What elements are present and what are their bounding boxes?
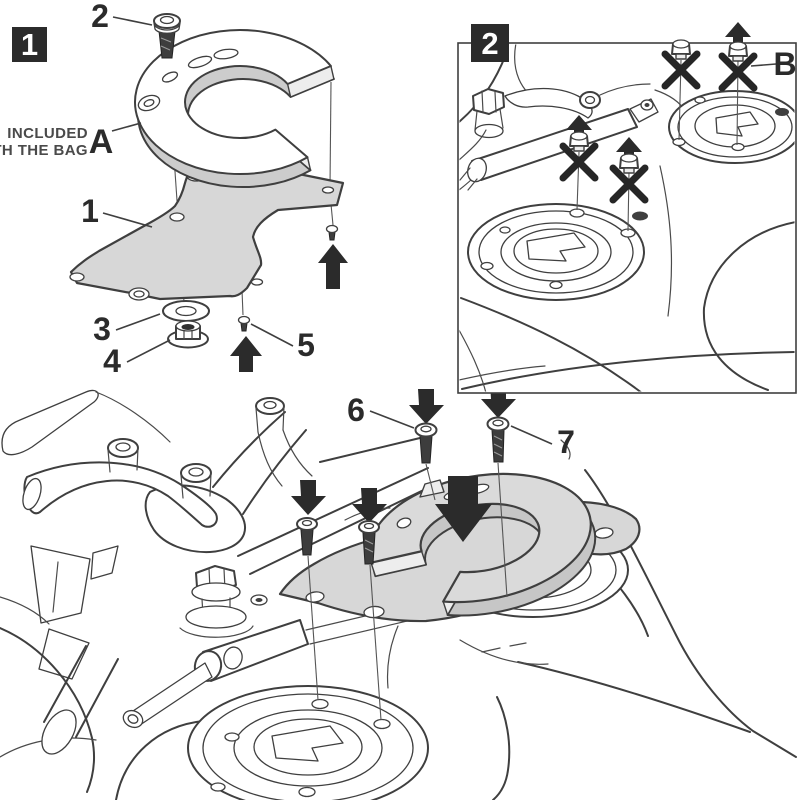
fuel-cap-ring-left xyxy=(187,685,429,800)
ring-adapter-installed xyxy=(368,472,597,617)
leader-line xyxy=(115,313,161,331)
step1-badge-label: 1 xyxy=(21,27,38,62)
screw-7-part xyxy=(481,383,516,598)
step2-panel: B 2 xyxy=(457,22,797,394)
screw-6-part xyxy=(409,389,444,501)
leader-line xyxy=(750,63,777,67)
up-arrow-icon xyxy=(566,115,592,140)
screw-left-rear-part xyxy=(352,488,387,721)
leader-line xyxy=(250,323,294,347)
stock-screw-3 xyxy=(661,39,701,141)
leader-line xyxy=(102,212,153,228)
mounting-plate-part xyxy=(69,164,345,301)
x-mark-icon xyxy=(609,164,649,204)
flanged-nut-part xyxy=(167,320,209,349)
included-note-line2: WITH THE BAG xyxy=(0,142,88,159)
stock-screw-1 xyxy=(559,115,599,211)
alignment-line xyxy=(329,81,332,188)
step1-panel: 2 INCLUDED WITH THE BAG A 1 3 4 5 1 xyxy=(0,0,348,379)
steering-damper xyxy=(122,602,425,729)
up-arrow-icon xyxy=(318,244,348,289)
leader-line xyxy=(126,339,171,363)
up-arrow-icon xyxy=(725,22,751,46)
washer-part xyxy=(162,300,210,322)
callout-B: B xyxy=(773,46,796,82)
stock-screw-2 xyxy=(609,137,649,232)
leader-line xyxy=(111,122,142,132)
callout-3: 3 xyxy=(93,311,111,347)
fuel-cap-ring-right-step2 xyxy=(668,90,795,164)
screw-left-front-part xyxy=(291,480,326,701)
handlebar-art xyxy=(0,389,437,800)
included-note-line1: INCLUDED xyxy=(7,125,88,142)
callout-5: 5 xyxy=(297,327,315,363)
steering-damper-step2 xyxy=(459,98,659,191)
up-arrow-icon xyxy=(230,336,262,372)
leader-line xyxy=(112,16,153,26)
x-mark-icon xyxy=(559,142,599,182)
down-arrow-icon xyxy=(409,389,444,424)
step2-badge: 2 xyxy=(471,24,509,62)
up-arrow-icon xyxy=(616,137,642,161)
screw-2-part xyxy=(153,13,181,59)
screw-right-part xyxy=(318,224,348,289)
leader-line xyxy=(510,425,553,445)
down-arrow-icon xyxy=(481,383,516,418)
ring-adapter-part xyxy=(134,29,335,189)
callout-6: 6 xyxy=(347,392,365,428)
callout-4: 4 xyxy=(103,343,121,379)
step2-badge-label: 2 xyxy=(481,26,498,61)
down-arrow-icon xyxy=(352,488,387,523)
callout-2: 2 xyxy=(91,0,109,34)
fuel-cap-ring-left-step2 xyxy=(467,203,648,301)
callout-A: A xyxy=(89,123,114,161)
callout-1: 1 xyxy=(81,193,99,229)
press-down-arrow-icon xyxy=(435,476,492,542)
down-arrow-icon xyxy=(291,480,326,515)
x-mark-icon xyxy=(718,52,758,92)
callout-7: 7 xyxy=(557,424,575,460)
step2-art xyxy=(459,44,795,392)
stock-screw-4 xyxy=(718,22,758,146)
leader-line xyxy=(369,410,415,429)
x-mark-icon xyxy=(661,50,701,90)
step1-badge: 1 xyxy=(12,27,47,62)
main-illustration: 6 7 xyxy=(0,383,797,800)
screw-5-part xyxy=(230,315,262,372)
